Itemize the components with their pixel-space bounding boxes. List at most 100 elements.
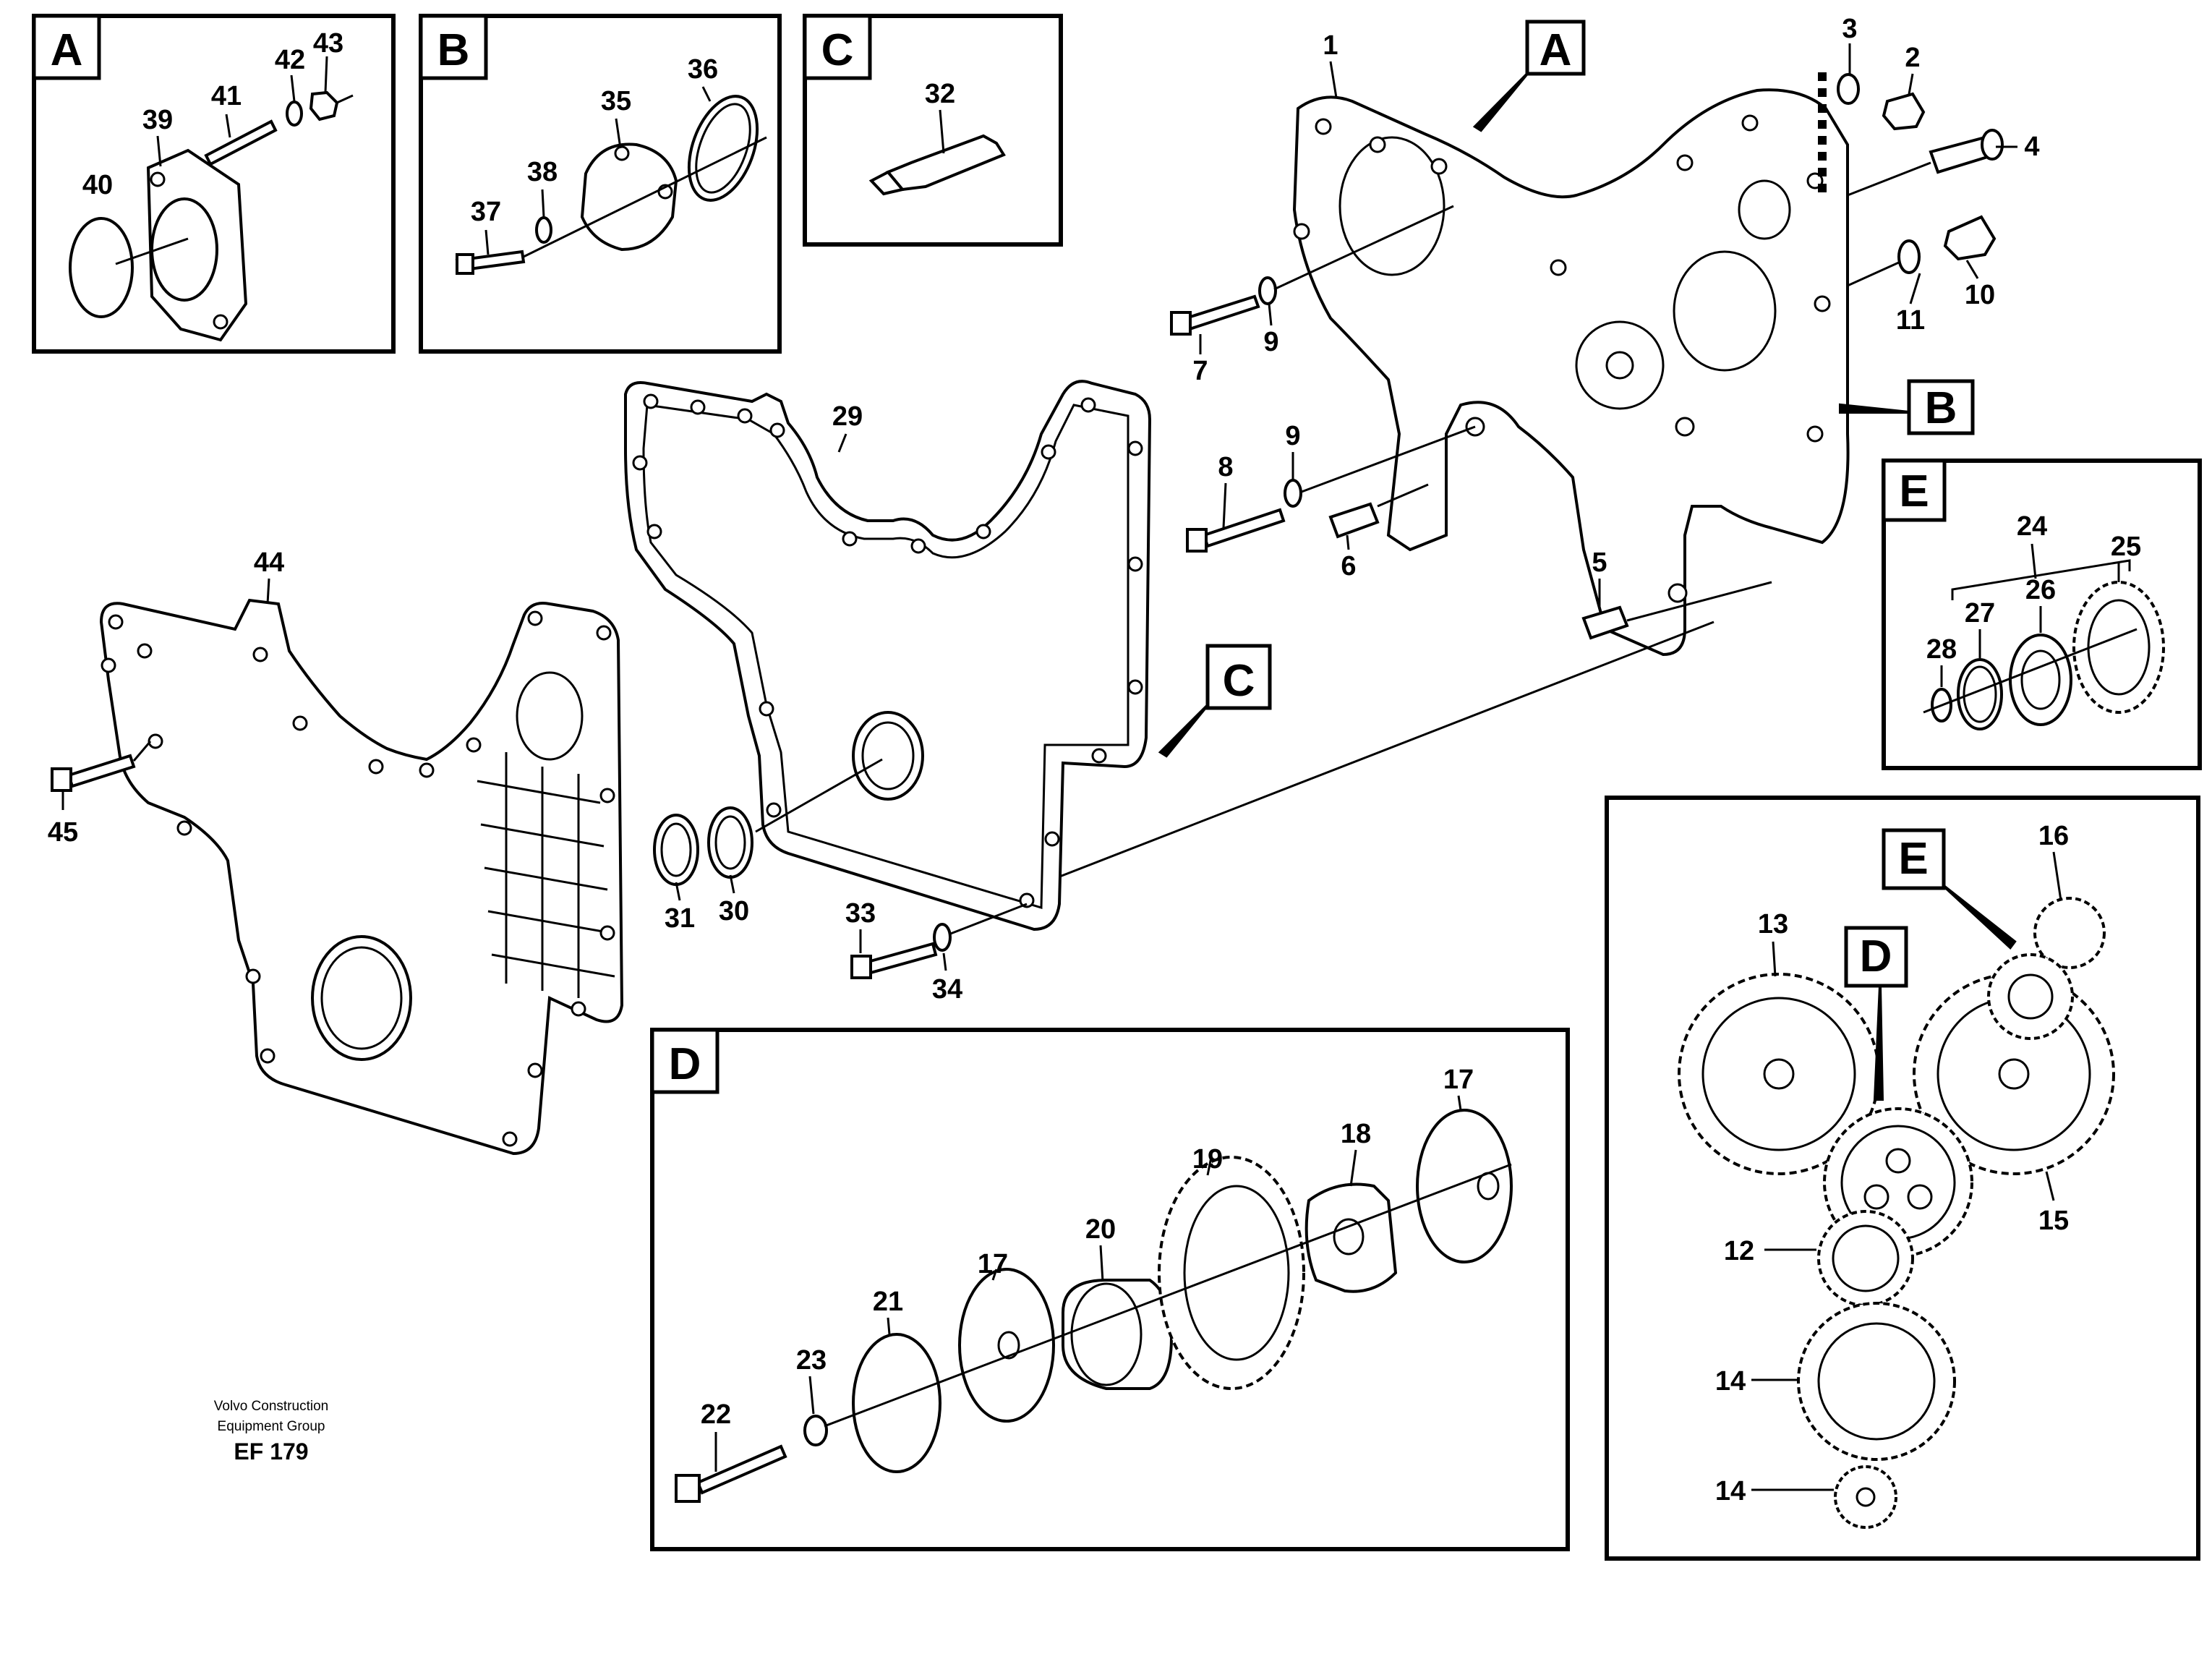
detail-box-d: D 22 23 21 17 20 19 18 [650,1028,1570,1551]
part-11-washer [1897,239,1921,274]
cover-hole [419,762,435,778]
part-6-dowel [1328,502,1380,539]
detail-box-c-frame [803,14,1063,247]
footer-line1: Volvo Construction [214,1399,328,1414]
gasket-hole [975,524,991,540]
gasket-hole [1127,556,1143,572]
callout-40: 40 [82,170,113,200]
callout-34: 34 [932,974,962,1005]
detail-box-e-tag-frame [1882,459,1947,522]
gear-14-small-hub [1856,1487,1876,1507]
leader-line [701,86,712,102]
axis-line [1923,628,2138,714]
gasket-hole [1041,444,1056,460]
part-32-sealant-tube [885,134,1006,192]
gasket-hole [1019,892,1035,908]
part-39-hole [213,314,229,330]
housing-port [1738,179,1791,240]
callout-20: 20 [1085,1214,1116,1245]
axis-line [755,758,883,833]
gear-d-bolt [1885,1148,1911,1174]
leader-line [1206,1156,1213,1176]
leader-line [156,135,162,167]
housing-bore-left [1338,136,1446,276]
axis-line [1847,161,1931,197]
footer: Volvo Construction Equipment Group EF 17… [214,1399,328,1465]
cover-hole [502,1131,518,1147]
callout-31: 31 [665,903,695,934]
callout-14a: 14 [1715,1366,1746,1397]
cover-hole [108,614,124,630]
callout-33: 33 [845,898,876,929]
gasket-hole [643,393,659,409]
gear-13-hub [1763,1058,1795,1090]
footer-line2: Equipment Group [218,1419,325,1434]
housing-hole [1550,259,1567,276]
callout-43: 43 [313,28,343,59]
axis-line [523,136,767,258]
gear-train-frame [1605,796,2200,1561]
part-35-cap [580,142,678,252]
part-7-bolt-head [1170,311,1192,336]
part-39-hole [150,171,166,187]
leader-line [2052,851,2062,901]
detail-box-d-tag-frame [650,1028,719,1094]
detail-box-c-tag: C [821,25,854,75]
part-30-seal-inner [714,815,746,870]
leader-line [266,578,270,605]
leader-line [1908,73,1914,95]
cover-hole [101,657,116,673]
leader-line [675,882,681,901]
leader-line [1772,941,1777,977]
leader-line [1222,482,1227,529]
part-22-bolt-head [675,1474,701,1503]
gasket-29-body [624,380,1152,932]
callout-29: 29 [832,401,863,432]
detail-box-c: C 32 [803,14,1063,247]
callout-38: 38 [527,157,558,187]
part-20-bushing-bore [1070,1282,1143,1386]
callout-10: 10 [1965,280,1995,310]
cover-rib [487,910,612,934]
housing-hole [1741,114,1759,132]
ref-a-arrow [1472,72,1529,132]
housing-fasteners: 1 3 2 4 11 10 7 9 8 9 6 5 [1044,14,2040,884]
callout-12: 12 [1724,1236,1754,1266]
detail-box-a-tag: A [51,25,83,75]
cover-hole [245,968,261,984]
housing-hole [1293,223,1310,240]
leader-line [1909,273,1921,304]
part-43-nut [309,90,339,122]
gasket-hole [646,524,662,540]
part-10-plug [1943,215,1997,261]
gasket-fasteners: 31 30 33 34 [653,758,1028,1005]
leader-line [837,433,847,453]
housing-hub-center [1605,351,1634,380]
gasket-hole [1044,831,1060,847]
ref-d-frame [1844,926,1908,988]
part-34-washer [933,923,952,952]
leader-line [1346,534,1350,550]
ref-c-tag: C [1223,656,1255,706]
gasket-29-seal-bore [861,721,915,790]
callout-7: 7 [1192,356,1208,386]
part-3-washer [1837,73,1860,105]
ref-b-tag: B [1925,383,1957,433]
cover-44-seal-inner [320,946,403,1050]
leader-line [939,109,945,154]
ref-e-arrow [1942,884,2017,950]
axis-line [1273,205,1454,291]
callout-15: 15 [2038,1206,2069,1236]
cover-44-boss [516,671,584,761]
leader-line [484,229,490,255]
callout-22: 22 [701,1399,731,1430]
gasket-hole [1080,397,1096,413]
part-18-hub-bore [1333,1218,1365,1256]
cover-hole [252,647,268,662]
detail-box-a: A 40 39 41 42 43 [32,14,396,354]
callout-44: 44 [254,547,284,578]
gasket-hole [910,538,926,554]
callout-37: 37 [471,197,501,227]
part-17-plate-upper [1416,1109,1513,1263]
leader-line [615,118,622,149]
